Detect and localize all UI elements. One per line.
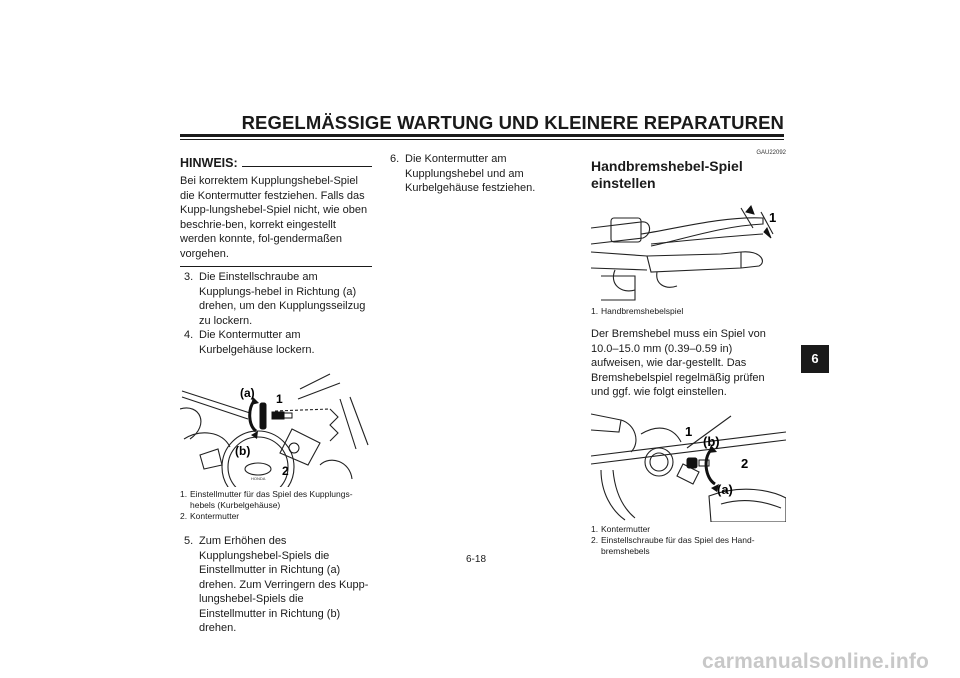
brake-lever-illustration: 1	[591, 205, 776, 301]
label-1: 1	[276, 392, 283, 406]
label-2: 2	[282, 464, 289, 478]
column-right: GAU22092 Handbremshebel-Spiel einstellen	[591, 150, 786, 557]
label-direction-b: (b)	[703, 434, 720, 449]
title-rule-thin	[180, 138, 784, 140]
label-direction-b: (b)	[235, 444, 250, 458]
caption-text: Einstellschraube für das Spiel des Hand-…	[601, 534, 755, 556]
step-number: 6.	[390, 153, 400, 165]
figure-lever-play: 1 1.Handbremshebelspiel	[591, 204, 786, 317]
column-left: HINWEIS: Bei korrektem Kupplungshebel-Sp…	[180, 150, 372, 636]
caption-item: 1.Einstellmutter für das Spiel des Kuppl…	[180, 489, 372, 511]
step-item: 6. Die Kontermutter am Kupplungshebel und…	[386, 152, 578, 196]
label-2: 2	[741, 456, 748, 471]
watermark: carmanualsonline.info	[702, 650, 930, 673]
caption-number: 2.	[180, 511, 188, 521]
figure-caption: 1.Einstellmutter für das Spiel des Kuppl…	[180, 489, 372, 522]
caption-item: 2.Einstellschraube für das Spiel des Han…	[591, 535, 786, 557]
caption-number: 1.	[591, 306, 599, 316]
caption-text: Handbremshebelspiel	[601, 306, 684, 316]
step-item: 5. Zum Erhöhen des Kupplungshebel-Spiels …	[180, 534, 372, 636]
title-rule	[180, 134, 784, 137]
section-code: GAU22092	[756, 150, 786, 156]
step-item: 3. Die Einstellschraube am Kupplungs-hebe…	[180, 270, 372, 328]
note-rule	[241, 166, 372, 167]
note-label: HINWEIS:	[180, 156, 238, 170]
step-item: 4. Die Kontermutter am Kurbelgehäuse lock…	[180, 328, 372, 357]
caption-text: Kontermutter	[601, 523, 651, 534]
caption-text: Einstellmutter für das Spiel des Kupplun…	[190, 489, 353, 510]
section-body: Der Bremshebel muss ein Spiel von 10.0–1…	[591, 328, 766, 398]
figure-caption: 1.Kontermutter 2.Einstellschraube für da…	[591, 524, 786, 557]
section-title: Handbremshebel-Spiel einstellen	[591, 158, 743, 191]
clutch-adjuster-illustration: (a) 1 (b) 2 HONDA	[180, 373, 369, 487]
caption-item: 1.Kontermutter	[591, 524, 786, 535]
column-middle: 6. Die Kontermutter am Kupplungshebel und…	[386, 152, 578, 196]
page-title: REGELMÄSSIGE WARTUNG UND KLEINERE REPARA…	[241, 112, 784, 133]
step-text: Die Kontermutter am Kupplungshebel und a…	[405, 153, 536, 194]
engine-emblem: HONDA	[251, 476, 266, 481]
steps-list: 5. Zum Erhöhen des Kupplungshebel-Spiels …	[180, 534, 372, 636]
label-lever-play: 1	[769, 210, 776, 225]
steps-list: 3. Die Einstellschraube am Kupplungs-hebe…	[180, 270, 372, 357]
step-text: Zum Erhöhen des Kupplungshebel-Spiels di…	[199, 535, 369, 634]
caption-number: 2.	[591, 534, 599, 545]
step-number: 5.	[184, 535, 194, 547]
note-heading: HINWEIS:	[180, 156, 372, 170]
steps-list: 6. Die Kontermutter am Kupplungshebel und…	[386, 152, 578, 196]
note-text: Bei korrektem Kupplungshebel-Spiel die K…	[180, 174, 372, 267]
step-number: 3.	[184, 271, 194, 283]
chapter-tab[interactable]: 6	[801, 345, 829, 373]
label-direction-a: (a)	[717, 482, 733, 497]
caption-text: Kontermutter	[190, 511, 240, 521]
brake-adjuster-illustration: 1 (b) 2 (a)	[591, 412, 786, 522]
figure-clutch-adjuster: (a) 1 (b) 2 HONDA 1.Einstellmutter für d…	[180, 369, 372, 522]
label-direction-a: (a)	[240, 386, 255, 400]
step-text: Die Kontermutter am Kurbelgehäuse locker…	[199, 329, 315, 356]
figure-brake-adjuster: 1 (b) 2 (a) 1.Kontermutter 2.Einstellsch…	[591, 412, 786, 557]
figure-caption: 1.Handbremshebelspiel	[591, 306, 786, 317]
page-number: 6-18	[466, 554, 487, 565]
caption-number: 1.	[180, 489, 188, 499]
caption-item: 1.Handbremshebelspiel	[591, 306, 786, 317]
step-text: Die Einstellschraube am Kupplungs-hebel …	[199, 271, 366, 327]
caption-number: 1.	[591, 523, 599, 534]
caption-item: 2.Kontermutter	[180, 511, 372, 522]
step-number: 4.	[184, 329, 194, 341]
label-1: 1	[685, 424, 692, 439]
